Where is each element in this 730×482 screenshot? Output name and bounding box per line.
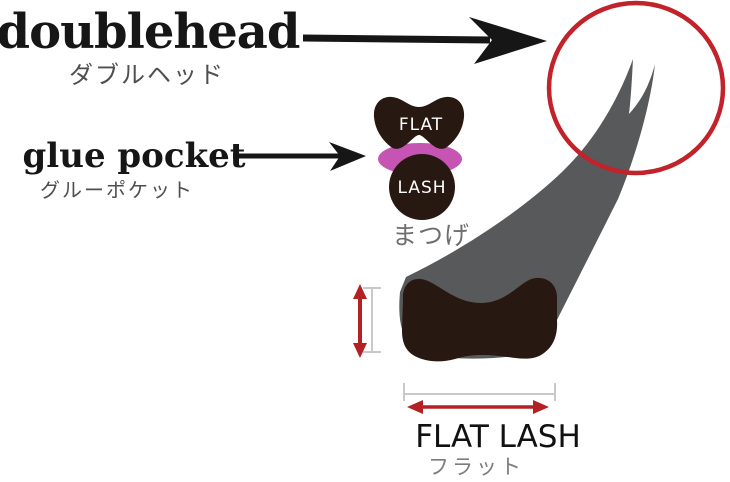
cross-section-diagram: FLAT LASH まつげ (373, 96, 470, 250)
footer-caption: FLAT LASH フラット (415, 419, 581, 479)
doublehead-title: doublehead (0, 4, 300, 60)
doublehead-jp-subtitle: ダブルヘッド (69, 61, 225, 89)
doublehead-arrow-icon (302, 17, 547, 64)
lash-illustration (399, 0, 726, 362)
lash-body-shape (399, 59, 655, 359)
flat-lash-caption: FLAT LASH (415, 419, 581, 455)
width-dimension (403, 383, 556, 414)
flat-cross-section-label: FLAT (399, 115, 443, 135)
doublehead-annotation: doublehead ダブルヘッド (0, 4, 547, 89)
flat-lash-jp-caption: フラット (428, 455, 524, 479)
glue-pocket-arrow-icon (233, 142, 366, 171)
width-extension-lines (403, 383, 556, 401)
glue-pocket-jp-subtitle: グルーポケット (40, 178, 194, 202)
height-extension-lines (363, 287, 381, 353)
height-arrow-icon (353, 284, 367, 358)
lash-cross-section-shape (389, 154, 455, 220)
flat-cross-section-shape (373, 96, 465, 149)
height-dimension (353, 284, 381, 358)
glue-pocket-annotation: glue pocket グルーポケット (23, 136, 366, 202)
lash-base-face (402, 277, 558, 362)
width-arrow-icon (407, 400, 549, 414)
glue-pocket-title: glue pocket (23, 136, 246, 176)
doublehead-highlight-circle (546, 0, 726, 176)
eyelash-jp-label: まつげ (392, 221, 470, 250)
lash-cross-section-label: LASH (397, 178, 446, 198)
